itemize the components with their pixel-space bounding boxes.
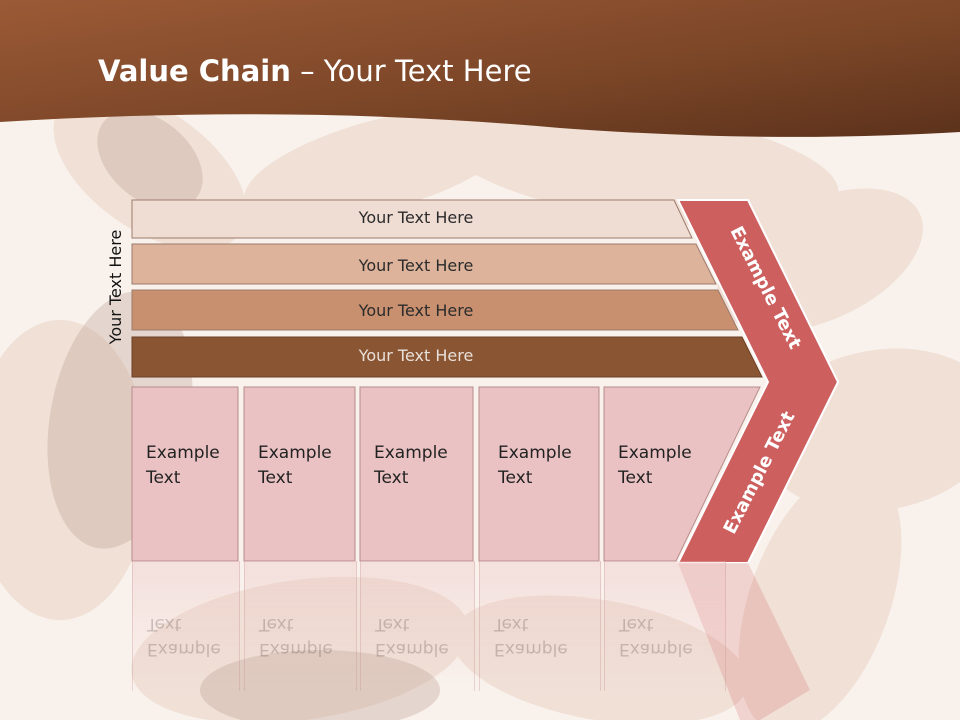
bar-1 <box>131 199 693 239</box>
box-4-label: Example Text <box>498 443 572 488</box>
box-4 <box>478 386 600 562</box>
bar-4-label: Your Text Here <box>358 346 474 365</box>
bar-4 <box>131 336 763 378</box>
bar-1-label: Your Text Here <box>358 208 474 227</box>
chevron-reflection <box>678 563 810 720</box>
box-2-label: Example Text <box>258 443 332 488</box>
box-4-container: Example Text <box>484 387 599 561</box>
box-1-label: Example Text <box>146 443 220 488</box>
bar-2-label: Your Text Here <box>358 256 474 275</box>
bar-2 <box>131 243 717 285</box>
box-3-label: Example Text <box>374 443 448 488</box>
bar-3 <box>131 289 739 331</box>
title-bold: Value Chain <box>98 54 291 88</box>
box-1 <box>131 386 239 562</box>
slide-title: Value Chain – Your Text Here <box>98 54 532 88</box>
box-5-label: Example Text <box>618 443 692 488</box>
box-3 <box>359 386 474 562</box>
box-2 <box>243 386 356 562</box>
box-1-container: Example Text <box>132 387 238 561</box>
chevron-arrow <box>676 199 840 564</box>
box-3-container: Example Text <box>360 387 473 561</box>
box-5 <box>603 386 761 562</box>
box-2-container: Example Text <box>244 387 355 561</box>
box-5-container: Example Text <box>604 387 724 561</box>
header-band <box>0 0 960 137</box>
title-rest: – Your Text Here <box>290 54 532 88</box>
bar-3-label: Your Text Here <box>358 301 474 320</box>
